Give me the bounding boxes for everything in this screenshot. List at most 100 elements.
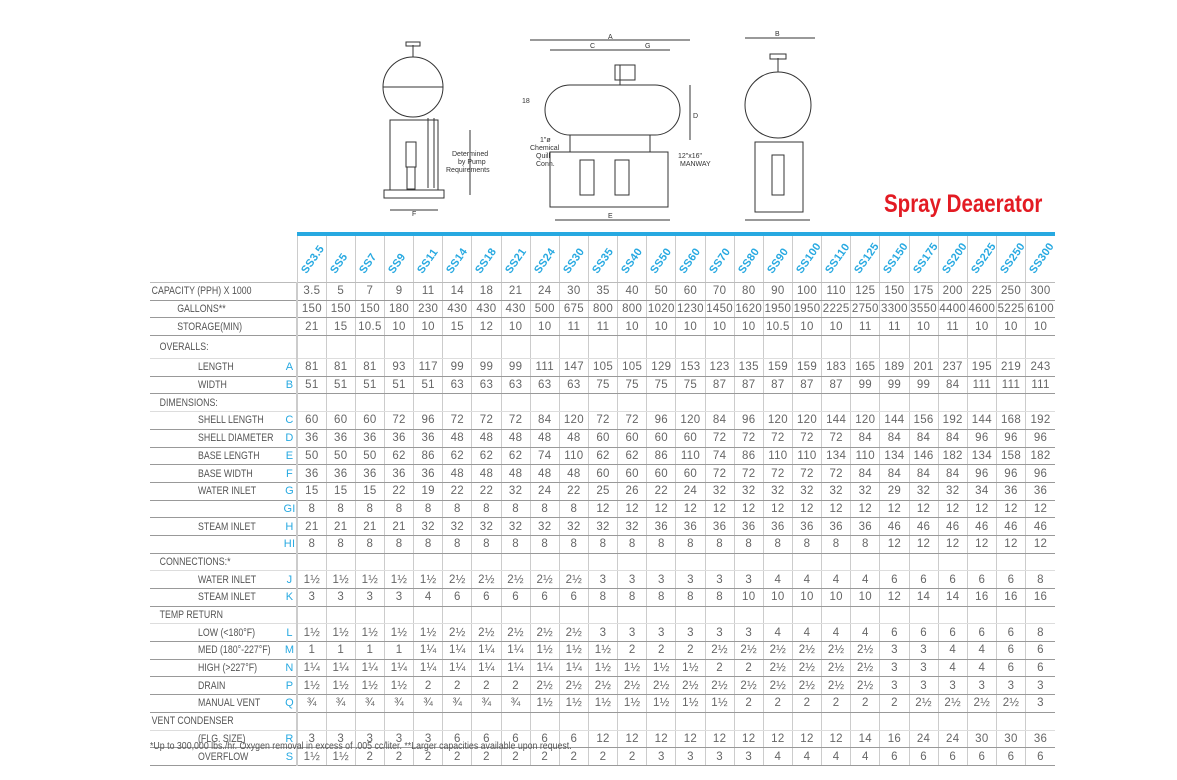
table-cell: 3 — [966, 676, 997, 696]
table-cell: 2 — [471, 747, 502, 766]
table-cell: 110 — [675, 447, 706, 466]
table-cell: 12 — [617, 730, 647, 749]
table-cell — [296, 553, 327, 572]
row-label-text: WATER INLET — [198, 573, 257, 586]
table-cell — [937, 393, 968, 413]
table-cell: ¾ — [354, 694, 385, 713]
table-cell: 8 — [325, 500, 356, 519]
model-header: SS50 — [646, 232, 676, 283]
table-cell: 3 — [879, 676, 909, 696]
table-cell: 1½ — [354, 623, 385, 643]
table-cell — [296, 606, 327, 625]
table-cell: 3 — [354, 588, 385, 607]
table-cell: 16 — [879, 730, 909, 749]
table-cell — [296, 335, 327, 360]
table-cell: 14 — [937, 588, 968, 607]
table-cell: 6 — [937, 570, 968, 589]
table-cell: 51 — [413, 376, 443, 395]
table-cell: 8 — [558, 500, 589, 519]
table-cell: 4 — [762, 747, 793, 766]
table-cell — [646, 553, 676, 572]
table-cell: 105 — [587, 358, 618, 377]
table-cell — [646, 606, 676, 625]
pump-note-2: by Pump — [458, 159, 486, 166]
table-cell: 144 — [966, 411, 997, 430]
model-header: SS80 — [733, 232, 764, 283]
table-cell: 3300 — [879, 300, 909, 319]
row-label-text: HIGH (>227°F) — [198, 662, 258, 675]
dimension-code: B — [283, 376, 299, 395]
table-cell: 24 — [675, 482, 706, 501]
table-cell: 2½ — [500, 570, 531, 589]
table-cell — [879, 335, 909, 360]
table-cell: 3 — [704, 623, 735, 643]
row-label-text: MANUAL VENT — [198, 697, 261, 710]
table-cell: 1½ — [675, 694, 706, 713]
table-cell — [325, 712, 356, 731]
table-cell: 81 — [296, 358, 327, 377]
table-cell: 6 — [937, 623, 968, 643]
table-cell: 12 — [995, 535, 1026, 554]
table-cell: 8 — [850, 535, 880, 554]
table-cell: 21 — [383, 517, 414, 536]
row-label: (FLG. SIZE) — [150, 730, 284, 749]
table-cell: 72 — [821, 464, 851, 483]
table-cell: 8 — [354, 535, 385, 554]
table-cell — [821, 553, 851, 572]
table-cell — [850, 393, 880, 413]
table-cell: 3 — [646, 570, 676, 589]
model-label: SS110 — [823, 241, 851, 276]
table-cell: 70 — [704, 282, 735, 301]
table-cell: 1½ — [325, 570, 356, 589]
table-cell: 74 — [529, 447, 560, 466]
table-cell: 46 — [966, 517, 997, 536]
table-cell: 60 — [325, 411, 356, 430]
model-label: SS125 — [852, 240, 880, 276]
table-cell: 1¼ — [325, 659, 356, 678]
table-cell: 2½ — [995, 694, 1026, 713]
table-cell: 2 — [442, 747, 472, 766]
table-cell: 32 — [762, 482, 793, 501]
table-cell: 12 — [937, 500, 968, 519]
table-cell — [442, 393, 472, 413]
table-cell: 75 — [646, 376, 676, 395]
table-cell — [850, 606, 880, 625]
table-cell: 10 — [529, 317, 560, 337]
table-cell: 60 — [617, 464, 647, 483]
chem-note-4: Conn. — [536, 161, 555, 168]
table-cell: 8 — [617, 535, 647, 554]
table-cell: 1½ — [558, 694, 589, 713]
table-cell: 12 — [879, 535, 909, 554]
table-cell: 12 — [471, 317, 502, 337]
table-cell: 250 — [995, 282, 1026, 301]
row-label: STEAM INLET — [150, 517, 284, 536]
table-cell — [500, 553, 531, 572]
table-cell: 15 — [325, 317, 356, 337]
table-cell: 3 — [646, 747, 676, 766]
manway-1: 12"x16" — [678, 153, 703, 160]
table-cell: 1½ — [587, 694, 618, 713]
table-cell: 62 — [617, 447, 647, 466]
table-cell: 22 — [442, 482, 472, 501]
table-cell — [617, 606, 647, 625]
model-header: SS250 — [995, 232, 1026, 283]
table-cell: 72 — [704, 464, 735, 483]
table-cell: 2 — [558, 747, 589, 766]
table-cell — [733, 393, 764, 413]
dimension-code: F — [283, 464, 299, 483]
table-cell: 6 — [558, 588, 589, 607]
table-cell: 6 — [879, 623, 909, 643]
table-cell — [296, 712, 327, 731]
table-cell: 74 — [704, 447, 735, 466]
table-cell: 2750 — [850, 300, 880, 319]
table-cell: 2½ — [500, 623, 531, 643]
table-cell: 2 — [879, 694, 909, 713]
table-cell — [558, 606, 589, 625]
dim-18: 18 — [522, 98, 530, 105]
table-cell: 12 — [850, 500, 880, 519]
table-cell: 3 — [413, 730, 443, 749]
table-cell: 12 — [966, 500, 997, 519]
table-cell: 12 — [704, 730, 735, 749]
table-cell: 10 — [413, 317, 443, 337]
table-cell: 159 — [762, 358, 793, 377]
